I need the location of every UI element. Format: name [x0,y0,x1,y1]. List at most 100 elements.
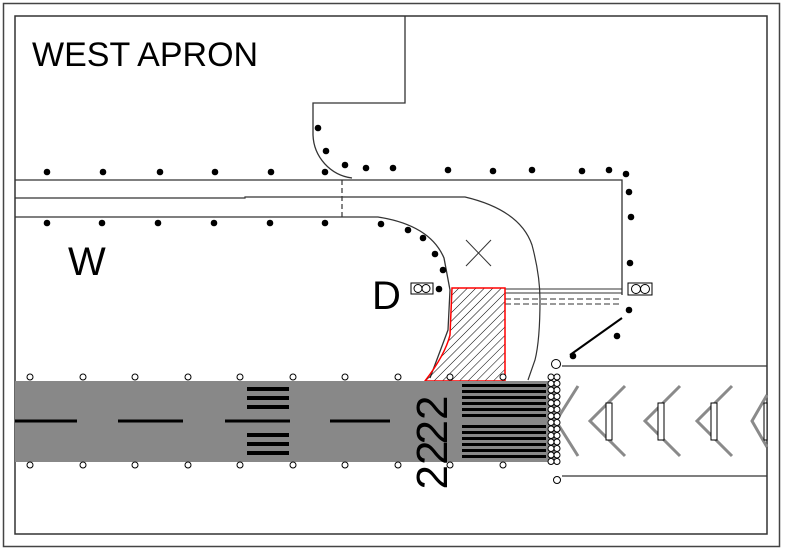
threshold-markings [462,384,546,458]
threshold-light-icon [553,476,561,484]
runway-edge-light-icon [236,373,244,381]
runway-number-top: 22 [408,396,457,445]
threshold-light-icon [553,425,561,433]
runway-edge-light-icon [26,373,34,381]
taxiway-edge-diagonal [569,317,623,356]
threshold-light-icon [547,425,555,433]
taxiway-light-icon [154,219,162,227]
runway-edge-light-icon [499,373,507,381]
threshold-light-icon [547,445,555,452]
x-mark-icon [465,239,492,267]
threshold-light-icon [547,386,555,394]
runway-edge-light-icon [394,373,402,381]
threshold-light-icon [547,451,555,459]
threshold-light-icon [553,399,561,407]
taxiway-light-icon [389,164,397,172]
threshold-light-icon [551,359,561,369]
inner-frame [14,15,768,535]
threshold-light-icon [553,458,561,465]
threshold-light-icon [553,412,561,420]
taxiway-light-icon [43,168,51,176]
threshold-light-icon [553,451,561,459]
taxiway-light-icon [404,226,412,234]
runway-edge-light-icon [79,461,87,469]
taxiway-light-icon [321,219,329,227]
runway-edge-light-icon [236,461,244,469]
threshold-light-icon [547,393,555,400]
runway-edge-light-icon [341,461,349,469]
runway-edge-light-icon [131,461,139,469]
hold-sign-icon [627,282,653,296]
taxiway-light-icon [322,147,330,155]
runway-edge-light-icon [499,461,507,469]
taxiway-light-icon [377,220,385,228]
threshold-light-icon [553,386,561,394]
taxiway-w-centerline [15,196,541,381]
taxiway-light-icon [267,168,275,176]
taxiway-d-hold-lines [505,288,622,305]
taxiway-light-icon [435,285,443,293]
threshold-light-icon [547,458,555,465]
taxiway-light-icon [625,188,633,196]
taxiway-light-icon [321,168,329,176]
threshold-light-icon [547,399,555,407]
taxiway-light-icon [431,250,439,258]
taxiway-light-icon [266,219,274,227]
threshold-light-icon [553,438,561,446]
west-apron-label: WEST APRON [32,36,258,74]
threshold-light-icon [553,445,561,452]
hold-sign-icon [410,282,434,295]
runway-edge-light-icon [184,373,192,381]
taxiway-light-icon [211,168,219,176]
chevron-bars [605,402,768,441]
taxiway-light-icon [156,168,164,176]
threshold-light-icon [547,373,555,381]
taxiway-light-icon [99,168,107,176]
threshold-light-icon [547,438,555,446]
taxiway-light-icon [578,167,586,175]
taxiway-d-label: D [372,274,401,318]
taxiway-light-icon [626,259,634,267]
threshold-light-icon [547,406,555,413]
taxiway-light-icon [528,166,536,174]
taxiway-light-icon [210,219,218,227]
taxiway-light-icon [625,306,633,314]
taxiway-light-icon [489,167,497,175]
taxiway-light-icon [43,219,51,227]
runway-edge-light-icon [289,461,297,469]
runway-edge-light-icon [446,373,454,381]
threshold-light-icon [553,393,561,400]
blast-pad-edges [562,365,767,477]
taxiway-light-icon [613,332,621,340]
threshold-light-icon [553,380,561,387]
taxiway-light-icon [605,166,613,174]
taxiway-light-icon [341,161,349,169]
threshold-light-icon [553,419,561,426]
runway-edge-light-icon [446,461,454,469]
taxiway-light-icon [444,166,452,174]
runway-edge-light-icon [341,373,349,381]
taxiway-light-icon [362,164,370,172]
taxiway-w-label: W [68,240,106,284]
threshold-light-icon [547,419,555,426]
runway-edge-light-icon [394,461,402,469]
taxiway-light-icon [439,266,447,274]
threshold-light-icon [553,406,561,413]
taxiway-light-icon [622,170,630,178]
taxiway-light-icon [419,234,427,242]
runway-edge-light-icon [184,461,192,469]
taxiway-light-icon [98,219,106,227]
threshold-light-icon [553,373,561,381]
apron-boundary [312,16,406,179]
taxiway-light-icon [569,352,577,360]
taxiway-light-icon [314,124,322,132]
runway-edge-light-icon [131,373,139,381]
runway-edge-light-icon [26,461,34,469]
hot-spot-area [423,287,506,382]
touchdown-markings [247,387,289,455]
threshold-light-icon [553,432,561,439]
taxiway-light-icon [627,213,635,221]
threshold-light-icon [547,412,555,420]
